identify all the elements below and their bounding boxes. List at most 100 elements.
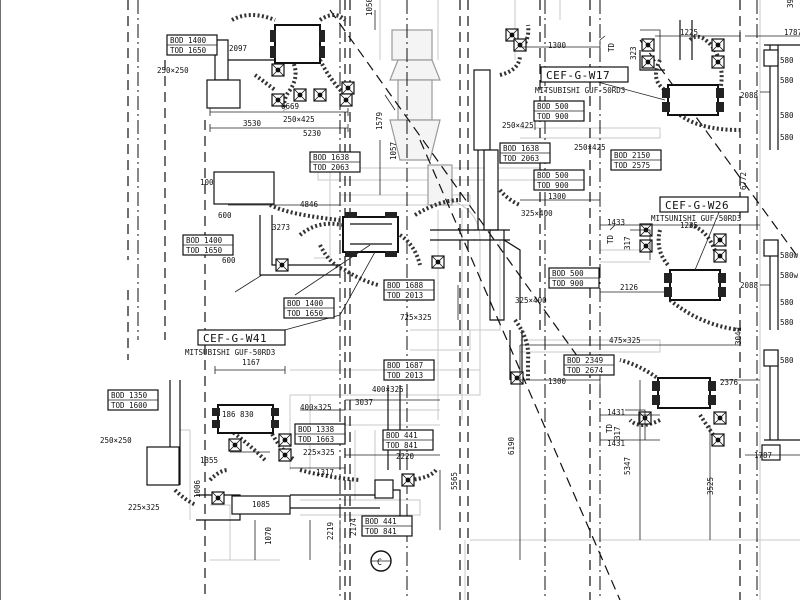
dimension-d-391: 391	[786, 0, 795, 8]
diffuser-icon	[641, 55, 655, 69]
diffuser-icon	[211, 491, 225, 505]
diffuser-icon	[401, 473, 415, 487]
indoor-unit-lower-left	[212, 404, 279, 434]
level-text: TOD 1600	[111, 401, 148, 410]
dimension-d-3273: 3273	[272, 223, 290, 232]
level-text: TOD 2674	[567, 366, 604, 375]
diffuser-icon	[641, 38, 655, 52]
tag-w26-model: MITSUNISHI GUF-50RD3	[651, 214, 741, 223]
dimension-d-2219: 2219	[326, 522, 335, 540]
dimension-d-580-a: 580	[780, 56, 794, 65]
dimension-d-6772: 6772	[739, 172, 748, 190]
level-text: BOD 1350	[111, 391, 148, 400]
dimension-d-td-c: TD	[605, 423, 614, 433]
level-text: BOD 1688	[387, 281, 424, 290]
diffuser-icon	[713, 249, 727, 263]
level-text: BOD 1638	[503, 144, 540, 153]
diffuser-icon	[293, 88, 307, 102]
dimension-d-250x250-b: 250×250	[100, 436, 132, 445]
dimension-d-1300-a: 1300	[548, 41, 567, 50]
dimension-d-1317: 1317	[316, 468, 334, 477]
dimension-d-1431-a: 1431	[607, 408, 625, 417]
level-text: BOD 2349	[567, 356, 603, 365]
level-text: TOD 841	[365, 527, 397, 536]
dimension-d-317-a: 317	[623, 236, 632, 250]
dimension-d-225x325-a: 225×325	[303, 448, 335, 457]
dimension-d-2220: 2220	[396, 452, 415, 461]
tag-w26: CEF-G-W26 MITSUNISHI GUF-50RD3	[651, 196, 749, 223]
level-text: BOD 500	[537, 171, 569, 180]
level-text: BOD 1400	[170, 36, 207, 45]
dimension-d-1167: 1167	[242, 358, 260, 367]
diffuser-icon	[228, 438, 242, 452]
dimension-d-580w-a: 580w	[780, 251, 799, 260]
tag-w41-model: MITSUBISHI GUF-50RD3	[185, 348, 275, 357]
level-text: TOD 900	[537, 112, 569, 121]
dimension-d-1300-b: 1300	[548, 192, 567, 201]
dimension-d-2097: 2097	[229, 44, 247, 53]
dimension-d-580-g: 580	[780, 356, 794, 365]
dimension-d-1006: 1006	[193, 479, 202, 498]
level-text: TOD 1650	[287, 309, 324, 318]
dimension-d-3042: 3042	[734, 327, 743, 345]
dimension-labels: 250×25020976669250×425353052304846327310…	[100, 0, 800, 545]
dimension-d-3525: 3525	[706, 477, 715, 495]
dimension-d-186-830: 186 830	[222, 410, 254, 419]
dimension-d-580-c: 580	[780, 111, 794, 120]
dimension-d-580-b: 580	[780, 76, 794, 85]
equipment-box-lower	[146, 446, 180, 486]
level-text: BOD 441	[386, 431, 418, 440]
diffuser-icon	[275, 258, 289, 272]
dimension-d-1057: 1057	[389, 142, 398, 160]
dimension-d-317-b: 317	[613, 426, 622, 440]
tag-w26-label: CEF-G-W26	[665, 199, 729, 212]
indoor-unit-w26	[664, 269, 726, 301]
equipment-boxes	[146, 79, 781, 486]
diffuser-icon	[278, 433, 292, 447]
dimension-d-580-e: 580	[780, 298, 794, 307]
diffuser-icon	[711, 38, 725, 52]
background-ductwork	[180, 0, 800, 600]
dimension-d-2126: 2126	[620, 283, 639, 292]
dimension-d-325x400-a: 325×400	[521, 209, 553, 218]
tag-w17-label: CEF-G-W17	[546, 69, 610, 82]
dimension-d-1050: 1050	[365, 0, 374, 16]
dimension-d-1225: 1225	[680, 28, 698, 37]
level-text: TOD 1663	[298, 435, 334, 444]
grid-marker-label: C	[377, 558, 382, 568]
dimension-d-5565: 5565	[450, 472, 459, 490]
level-text: TOD 841	[386, 441, 418, 450]
tag-w17: CEF-G-W17 MITSUBISHI GUF-50RD3	[535, 66, 629, 95]
dimension-d-600-b: 600	[222, 256, 236, 265]
level-text: BOD 1400	[186, 236, 223, 245]
indoor-unit-w17	[662, 84, 724, 116]
equipment-box-right	[761, 444, 781, 461]
indoor-unit-lower-right	[652, 377, 716, 409]
level-text: BOD 441	[365, 517, 397, 526]
diffuser-icon	[711, 55, 725, 69]
diffuser-icon	[341, 81, 355, 95]
diffuser-icon	[513, 38, 527, 52]
dimension-d-323: 323	[629, 46, 638, 60]
dimension-d-5347: 5347	[623, 457, 632, 475]
diffuser-icon	[339, 93, 353, 107]
dimension-d-1235: 1235	[680, 221, 698, 230]
diffuser-icon	[278, 448, 292, 462]
level-text: BOD 1687	[387, 361, 423, 370]
level-text: TOD 2013	[387, 371, 423, 380]
grid-marker: C	[370, 550, 392, 572]
diffuser-icon	[431, 255, 445, 269]
dimension-d-td-b: TD	[606, 234, 615, 244]
dimension-d-td-a: TD	[607, 42, 616, 52]
level-text: TOD 1650	[186, 246, 223, 255]
